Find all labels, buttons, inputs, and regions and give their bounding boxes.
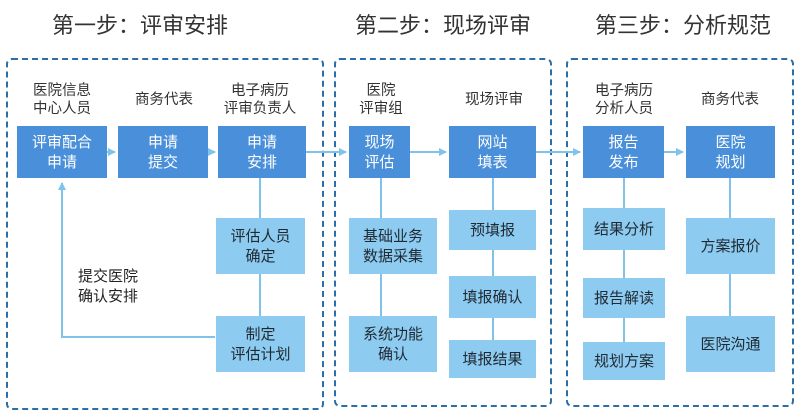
feedback-loop-label: 提交医院 确认安排 (78, 267, 139, 305)
stage-title-3: 第三步：分析规范 (594, 14, 771, 39)
node-fill-confirm: 填报确认 (449, 276, 536, 318)
node-solution-quote: 方案报价 (686, 218, 775, 274)
role-hospital-info-center: 医院信息 中心人员 (33, 83, 91, 117)
role-emr-review-lead: 电子病历 评审负责人 (223, 83, 297, 117)
role-business-rep-stage3: 商务代表 (701, 92, 759, 108)
role-hospital-review-team: 医院 评审组 (359, 83, 403, 117)
node-hospital-planning: 医院 规划 (686, 126, 775, 178)
node-report-publish: 报告 发布 (583, 126, 664, 178)
node-onsite-assessment: 现场 评估 (349, 126, 410, 178)
node-make-assessment-plan: 制定 评估计划 (216, 316, 305, 372)
stage-title-2: 第二步：现场评审 (354, 14, 531, 39)
node-review-cooperate-apply: 评审配合 申请 (17, 126, 107, 178)
node-system-function-confirm: 系统功能 确认 (349, 316, 437, 372)
stage-panel-1 (6, 58, 324, 410)
stage-panel-2 (334, 58, 552, 407)
node-apply-submit: 申请 提交 (118, 126, 208, 178)
node-basic-data-collection: 基础业务 数据采集 (349, 218, 437, 274)
node-hospital-communication: 医院沟通 (686, 316, 775, 372)
node-apply-arrange: 申请 安排 (218, 126, 306, 178)
role-emr-analyst: 电子病历 分析人员 (595, 83, 653, 117)
node-report-interpretation: 报告解读 (583, 278, 665, 318)
stage-title-1: 第一步：评审安排 (51, 14, 228, 39)
role-onsite-review: 现场评审 (465, 92, 523, 108)
node-confirm-assessors: 评估人员 确定 (216, 218, 305, 274)
node-result-analysis: 结果分析 (583, 208, 665, 250)
node-website-form-fill: 网站 填表 (449, 126, 536, 178)
role-business-rep-stage1: 商务代表 (135, 92, 193, 108)
arrow-feedback-loop (58, 182, 215, 338)
node-pre-fill: 预填报 (449, 210, 536, 250)
stage-panel-3 (566, 58, 794, 407)
node-planning-solution: 规划方案 (583, 342, 665, 380)
node-fill-result: 填报结果 (449, 340, 536, 378)
